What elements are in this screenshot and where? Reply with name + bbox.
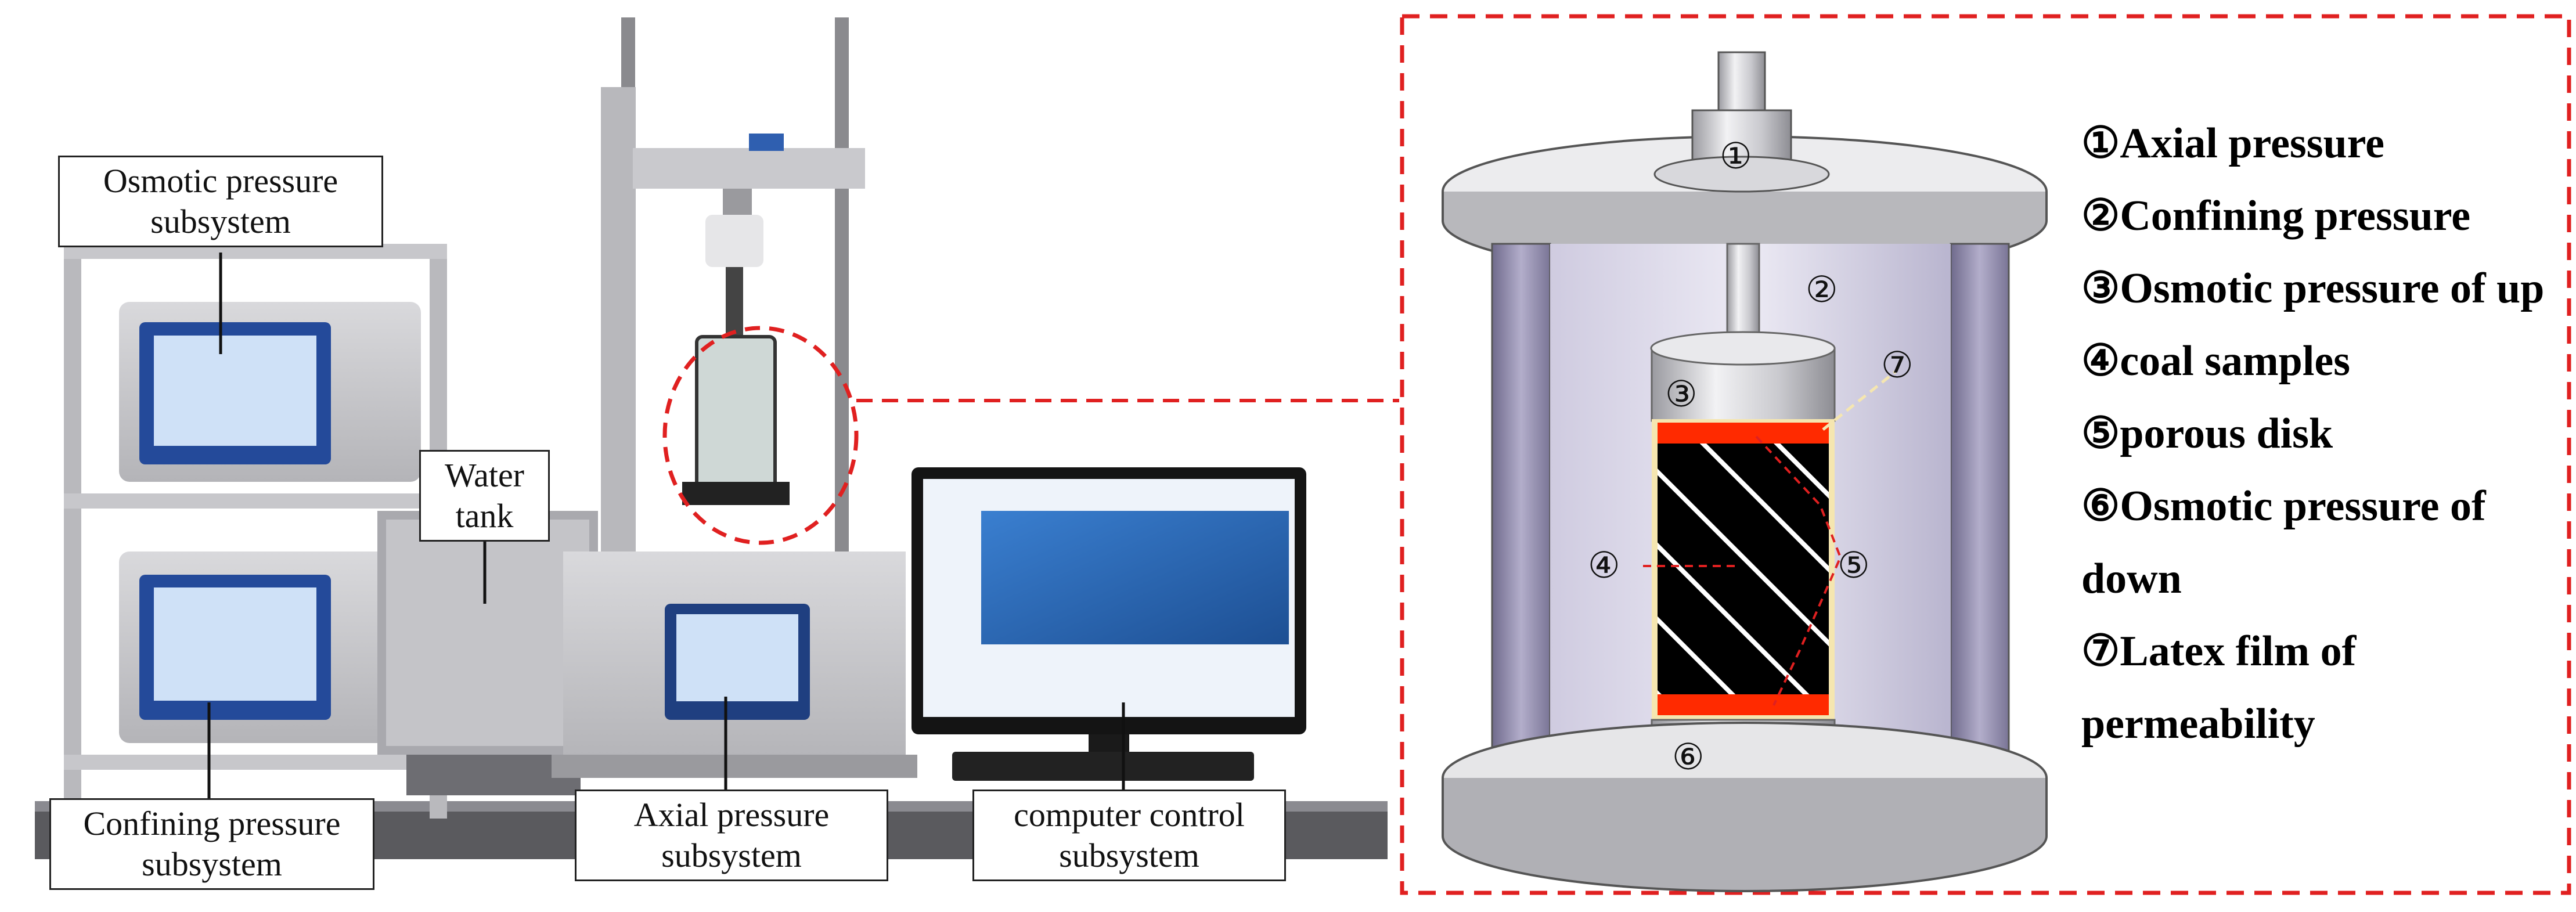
label-line: subsystem [1059,837,1199,874]
label-osmotic-subsystem: Osmotic pressure subsystem [58,156,383,247]
pressure-pump-rack [64,244,447,819]
label-water-tank: Water tank [419,450,550,542]
diagram-legend: ①Axial pressure ②Confining pressure ③Osm… [2081,107,2569,760]
label-computer-subsystem: computer control subsystem [972,790,1286,881]
cell-wall-left [1491,243,1551,767]
apparatus-photo [35,17,1399,859]
axial-console-screen [676,614,798,701]
label-line: tank [455,497,514,535]
coal-sample [1658,444,1829,694]
label-line: Osmotic pressure [103,162,338,200]
label-line: Confining pressure [83,805,341,842]
axial-piston [1717,51,1766,117]
label-line: subsystem [142,845,282,883]
diagram-markers: ① ② ③ ④ ⑤ ⑥ ⑦ [1588,135,1914,778]
legend-item: ⑦Latex film of permeability [2081,628,2357,748]
legend-item: ⑤porous disk [2081,410,2333,457]
marker-coal: ④ [1588,544,1620,586]
legend-item: ④coal samples [2081,337,2351,385]
marker-latex: ⑦ [1881,344,1914,386]
legend-item: ①Axial pressure [2081,120,2385,167]
marker-osmotic-down: ⑥ [1672,736,1705,778]
detail-panel-border [1400,14,2571,895]
marker-axial: ① [1720,135,1752,177]
label-confining-subsystem: Confining pressure subsystem [49,798,374,890]
triaxial-cell-photo [695,335,777,489]
legend-item: ③Osmotic pressure of up [2081,265,2545,312]
cell-wall-right [1950,243,2010,767]
porous-disk-top [1658,423,1829,444]
legend-item: ②Confining pressure [2081,192,2471,240]
label-line: Water [444,456,524,494]
axial-loading-frame [552,17,917,778]
legend-item: ⑥Osmotic pressure of down [2081,482,2486,603]
triaxial-cell-diagram [1417,23,2073,892]
label-line: subsystem [150,203,291,240]
porous-disk-bottom [1658,694,1829,715]
cell-highlight-circle [662,326,859,545]
label-axial-subsystem: Axial pressure subsystem [575,790,888,881]
osmotic-pump-screen [154,336,316,446]
marker-confining: ② [1806,268,1838,311]
marker-disk: ⑤ [1838,544,1870,586]
label-line: Axial pressure [633,796,830,834]
label-line: subsystem [661,837,802,874]
confining-pump-screen [154,587,316,701]
computer-monitor [911,467,1306,781]
label-line: computer control [1014,796,1245,834]
marker-osmotic-up: ③ [1665,373,1698,415]
